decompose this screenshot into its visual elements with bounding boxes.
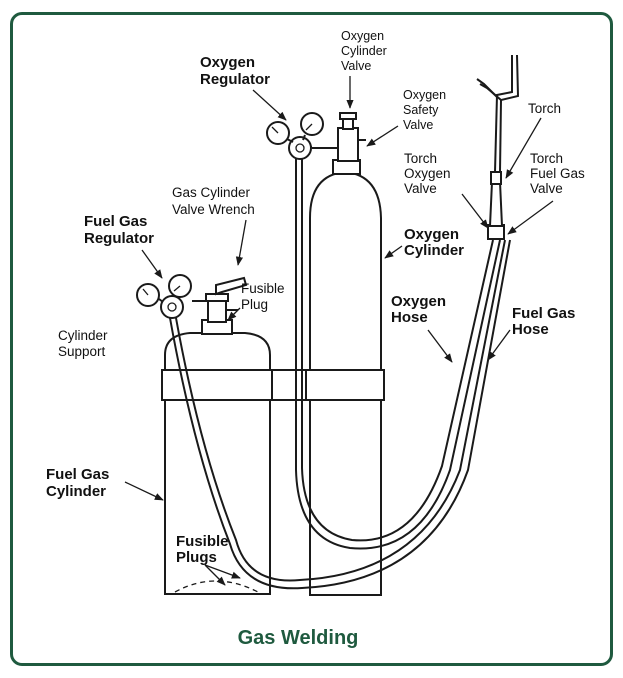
label-torch: Torch (528, 101, 561, 116)
label-fuel-gas-regulator: Fuel Gas Regulator (84, 213, 154, 247)
torch (476, 54, 520, 240)
label-torch-oxygen-valve: Torch Oxygen Valve (404, 151, 454, 196)
label-oxygen-cylinder-valve: Oxygen Cylinder Valve (341, 29, 390, 73)
label-cylinder-support: Cylinder Support (58, 328, 111, 359)
label-oxygen-regulator: Oxygen Regulator (200, 54, 270, 88)
label-fuel-gas-hose: Fuel Gas Hose (512, 305, 580, 338)
label-fuel-gas-cylinder: Fuel Gas Cylinder (46, 466, 114, 500)
fuel-gas-regulator (136, 274, 208, 319)
fuel-gas-cylinder (161, 332, 273, 595)
diagram-title: Gas Welding (238, 627, 359, 649)
label-torch-fuel-gas-valve: Torch Fuel Gas Valve (530, 151, 589, 196)
label-oxygen-cylinder: Oxygen Cylinder (404, 226, 464, 259)
label-oxygen-hose: Oxygen Hose (391, 293, 450, 326)
oxygen-cylinder-valve (337, 112, 366, 162)
oxygen-regulator (266, 112, 338, 160)
fuel-gas-hose (169, 239, 511, 590)
fuel-gas-valve (201, 276, 248, 335)
label-fusible-plug: Fusible Plug (241, 281, 288, 312)
oxygen-hose (295, 158, 501, 550)
label-fusible-plugs: Fusible Plugs (176, 533, 233, 566)
label-gas-cylinder-valve-wrench: Gas Cylinder Valve Wrench (172, 185, 255, 217)
label-oxygen-safety-valve: Oxygen Safety Valve (403, 88, 450, 132)
